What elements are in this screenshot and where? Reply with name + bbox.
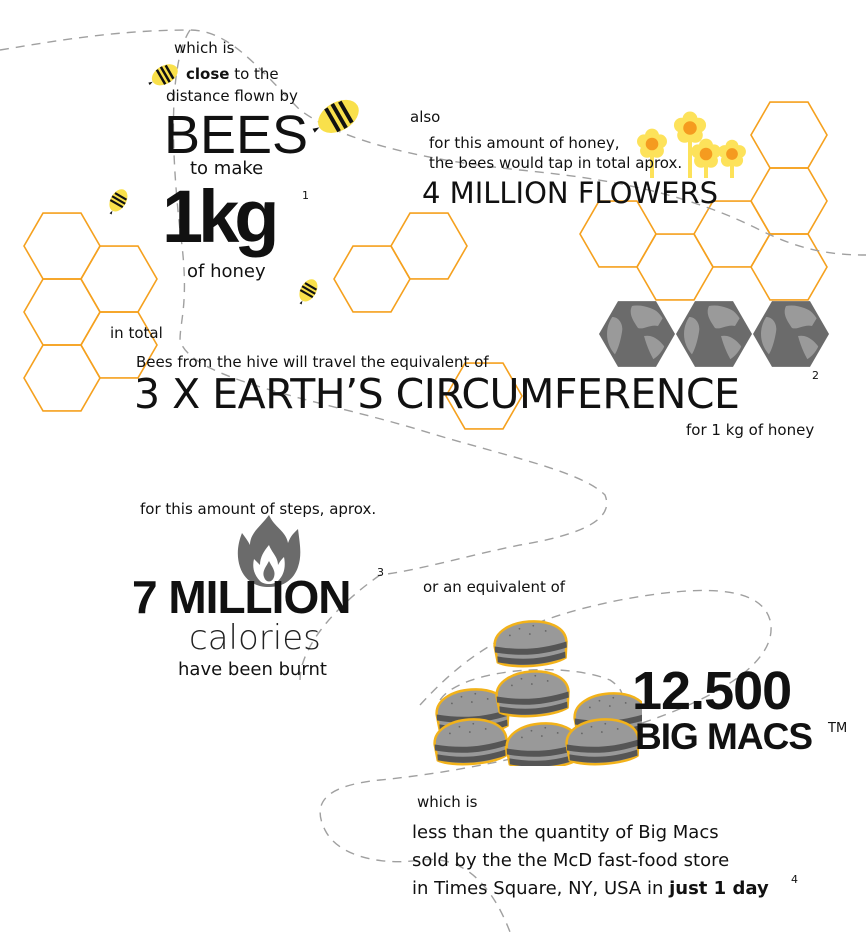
flowers-headline: 4 MILLION FLOWERS [422,176,719,210]
distance-flown-by: distance flown by [166,87,298,105]
bees-headline: BEES [164,105,309,165]
flight-path [172,29,608,576]
bees-which-is: which is [174,39,235,57]
earth-caption: for 1 kg of honey [686,421,815,439]
flower-icon [718,139,746,178]
one-kg-headline: 1kg [162,175,279,258]
earth-globe-icon [676,301,752,367]
of-honey: of honey [187,261,266,282]
calories-unit: calories [189,618,321,658]
flowers-line2: the bees would tap in total aprox. [429,154,683,172]
in-total-label: in total [110,324,163,342]
ts-just-1-day: just 1 day [669,878,769,899]
close-to-the: close to the [186,67,279,82]
earth-globe-icon [599,301,675,367]
burger-pile [433,620,642,766]
flight-path [0,29,866,256]
honeycomb-icon [750,167,828,235]
footnote-2: 2 [812,369,819,382]
footnote-3: 3 [377,566,384,579]
bee-icon [109,189,128,215]
flight-path [299,574,381,681]
ts-which-is: which is [417,793,478,811]
flower-icon [673,111,707,178]
honeycomb-icon [23,212,101,280]
honeycomb-icon [750,101,828,169]
ts-line3-prefix: in Times Square, NY, USA in [412,878,670,899]
burger-icon [565,718,640,766]
burger-icon [433,718,508,766]
honeycomb-icon [333,245,411,313]
flower-icon [691,138,721,178]
flower-icon [637,128,667,178]
earth-intro: Bees from the hive will travel the equiv… [136,353,489,371]
burger-icon [493,620,568,668]
bigmacs-number: 12.500 [632,661,792,721]
calories-caption: have been burnt [178,659,327,680]
honeycomb-icon [636,233,714,301]
to-make: to make [190,158,264,179]
honeycomb-icon [80,245,158,313]
honeycomb-icon [23,278,101,346]
honeycomb-icon [579,200,657,268]
honeycomb-icon [23,344,101,412]
ts-line2: sold by the the McD fast-food store [412,850,730,871]
ts-line1: less than the quantity of Big Macs [412,822,719,843]
flight-path [439,668,624,721]
calories-headline: 7 MILLION [132,571,351,623]
trademark-symbol: TM [828,721,848,736]
bee-icon [312,99,359,133]
calories-intro: for this amount of steps, aprox. [140,500,377,518]
footnote-4: 4 [791,873,798,886]
flower-icon [637,111,746,178]
also-label: also [410,108,441,126]
bigmacs-label: BIG MACS [635,716,813,757]
honeycomb-icon [390,212,468,280]
honeycomb-icon [750,233,828,301]
honeycomb-icon [445,362,523,430]
earth-globe-icon [753,301,829,367]
earth-headline: 3 X EARTH’S CIRCUMFERENCE [134,370,740,418]
to-the-text: to the [229,65,279,83]
flight-path [319,589,772,932]
honeycomb-icon [693,200,771,268]
bee-icon [299,279,318,305]
flowers-line1: for this amount of honey, [429,134,620,152]
ts-line3: in Times Square, NY, USA in just 1 day [412,880,769,898]
burger-icon [495,670,570,718]
bee-icon [148,64,178,86]
footnote-1: 1 [302,189,309,202]
bigmacs-intro: or an equivalent of [423,578,566,596]
flame-icon [237,515,301,587]
close-bold: close [186,65,230,83]
